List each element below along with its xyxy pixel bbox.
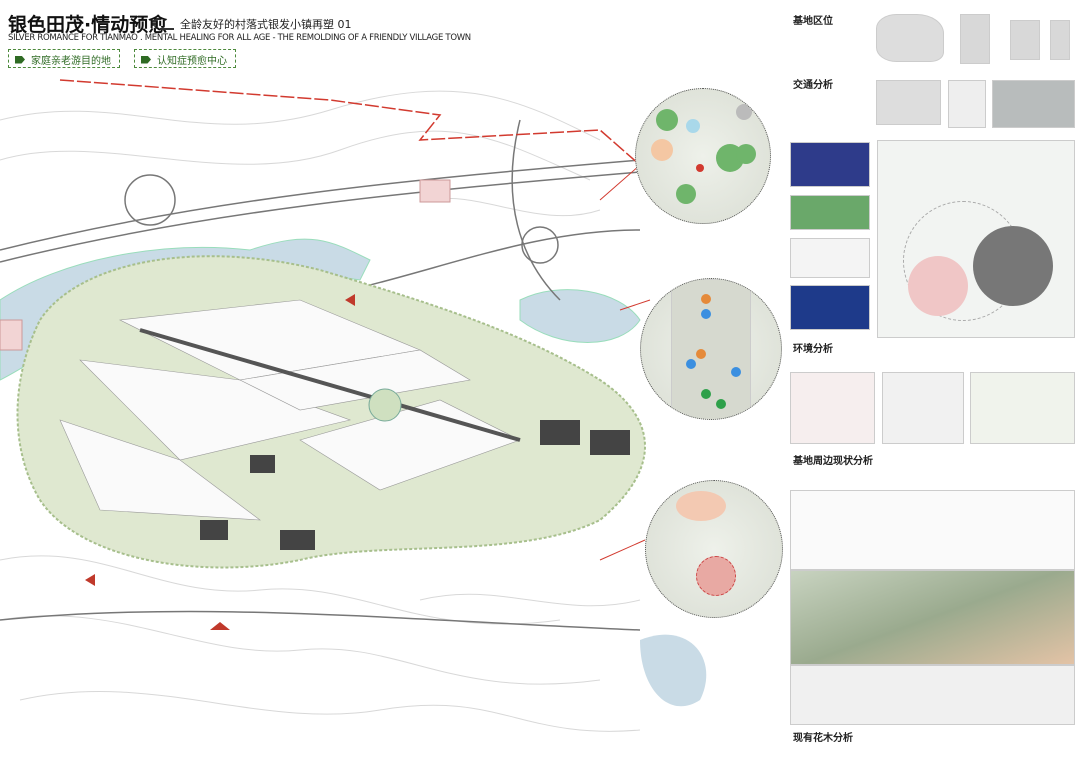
tag-family-destination: 家庭亲老游目的地	[8, 49, 120, 68]
section-location-heading: 基地区位	[793, 16, 833, 27]
aerial-view	[790, 570, 1075, 665]
traffic-map-national	[876, 80, 941, 125]
section-surroundings-heading: 基地周边现状分析	[793, 456, 873, 467]
section-environment-heading: 环境分析	[793, 344, 833, 355]
tag-dementia-center: 认知症预愈中心	[134, 49, 236, 68]
board-subtitle: 全龄友好的村落式银发小镇再塑 01	[160, 16, 352, 32]
county-map	[1050, 20, 1070, 60]
service-radius-diagram	[645, 480, 783, 618]
elevation-photo-strip	[790, 490, 1075, 570]
environment-map-1	[790, 372, 875, 444]
tag-label: 认知症预愈中心	[157, 56, 227, 67]
china-map	[876, 14, 944, 62]
traffic-map-province	[948, 80, 986, 128]
section-traffic-heading: 交通分析	[793, 80, 833, 91]
english-title: SILVER ROMANCE FOR TIANMAO . MENTAL HEAL…	[8, 33, 471, 43]
environment-map-3	[970, 372, 1075, 444]
entrance-markers	[85, 294, 355, 630]
dark-roof-buildings	[200, 420, 630, 550]
main-axis	[139, 328, 521, 442]
city-map	[1010, 20, 1040, 60]
terrain-model-1	[790, 142, 870, 187]
flora-photo-row	[790, 665, 1075, 725]
wind-rose	[790, 238, 870, 278]
plaza	[368, 388, 402, 422]
site-context-map	[877, 140, 1075, 338]
pond	[640, 634, 707, 707]
environment-map-2	[882, 372, 964, 444]
tag-icon	[15, 55, 25, 64]
terrain-model-3	[790, 285, 870, 330]
boundary-red-line	[59, 79, 641, 166]
regional-resources-diagram	[635, 88, 771, 224]
local-resources-diagram	[640, 278, 782, 420]
board-title: 银色田茂·情动预愈	[8, 14, 168, 36]
province-map	[960, 14, 990, 64]
pink-block	[419, 179, 451, 203]
lake	[519, 289, 641, 343]
site-masterplan	[0, 79, 707, 732]
pink-block	[0, 319, 23, 351]
terrain-model-2	[790, 195, 870, 230]
traffic-map-local	[992, 80, 1075, 128]
tag-label: 家庭亲老游目的地	[31, 56, 111, 67]
section-flora-heading: 现有花木分析	[793, 733, 853, 744]
tag-icon	[141, 55, 151, 64]
